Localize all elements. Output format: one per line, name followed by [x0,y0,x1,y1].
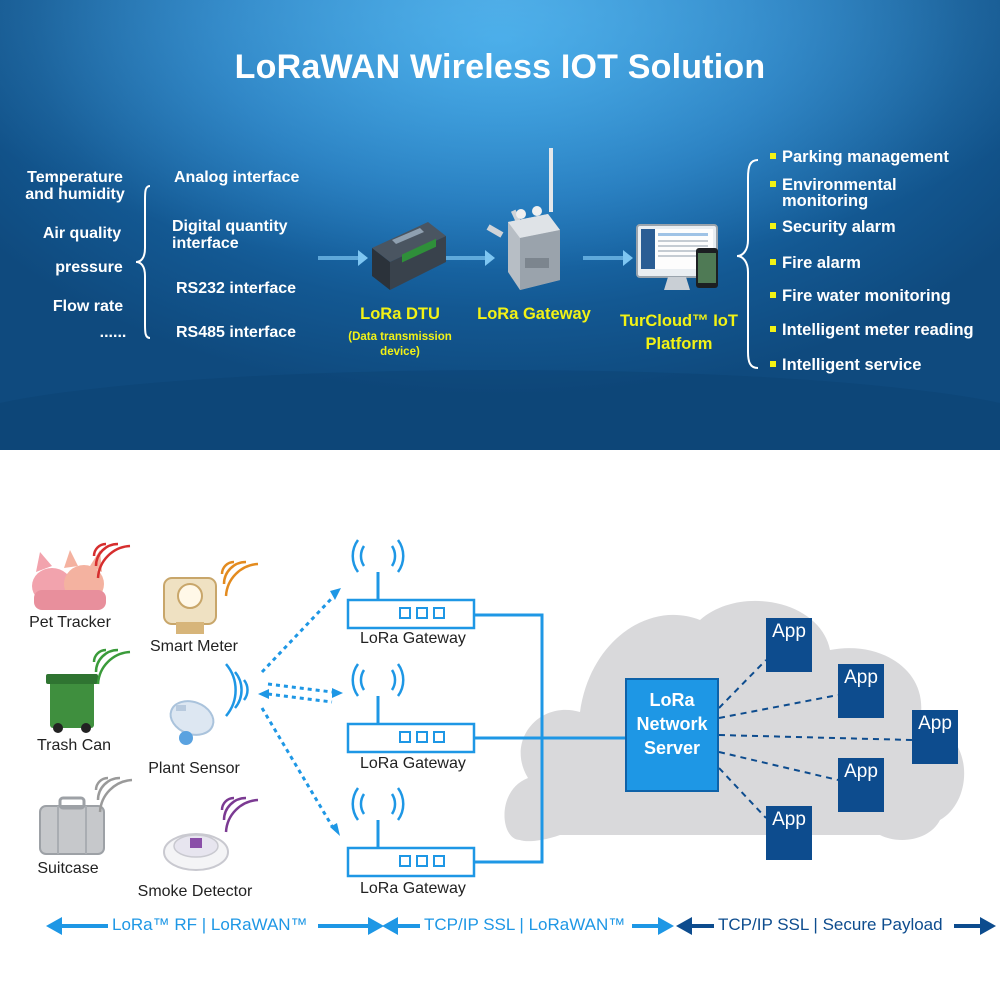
gateway-1-icon [346,539,476,630]
app-box: App [838,758,884,812]
brace-right [736,159,759,369]
interface-rs232: RS232 interface [176,280,297,297]
flow-arrows [318,250,633,266]
sensor-air-quality: Air quality [42,225,122,242]
application-item: Parking management [770,149,980,165]
application-item: Intelligent service [770,357,980,373]
trash-can-icon [46,674,98,733]
sensor-flow-rate: Flow rate [52,298,124,315]
interface-analog: Analog interface [174,169,300,186]
wired-links [474,613,625,864]
bullet-icon [770,181,776,187]
bullet-icon [770,326,776,332]
platform-phone-icon [696,248,718,288]
dtu-label: LoRa DTU [360,305,440,323]
bullet-icon [770,361,776,367]
interface-digital: Digital quantity interface [172,218,288,252]
sensor-pressure: pressure [55,259,123,276]
end-device-label: Trash Can [36,737,112,754]
end-device-label: Pet Tracker [29,614,111,631]
app-box: App [912,710,958,764]
sensor-more: ...... [99,324,127,341]
network-server-box: LoRa Network Server [625,678,719,792]
application-item: Environmental monitoring [770,177,952,209]
gateway-label: LoRa Gateway [477,305,591,323]
suitcase-icon [39,796,105,855]
app-box: App [838,664,884,718]
end-device-label: Smoke Detector [137,883,253,900]
brace-left [135,185,151,339]
banner-title: LoRaWAN Wireless IOT Solution [234,48,766,86]
bullet-icon [770,292,776,298]
bullet-icon [770,223,776,229]
signal-waves-green [92,648,131,685]
band-label-secure: TCP/IP SSL | Secure Payload [718,915,943,934]
banner-graphics [135,148,759,369]
end-device-label: Plant Sensor [148,760,240,777]
gateway-label: LoRa Gateway [360,880,466,897]
dtu-device-icon [372,222,446,290]
gateway-3-icon [346,787,476,878]
bullet-icon [770,153,776,159]
pet-tracker-icon [32,550,106,610]
signal-waves-purple [220,796,259,833]
application-item: Security alarm [770,219,980,235]
app-box: App [766,618,812,672]
end-device-label: Smart Meter [149,638,238,655]
app-links [718,659,913,819]
sensor-temperature: Temperature and humidity [25,169,125,203]
application-item: Fire alarm [770,255,980,271]
application-item: Intelligent meter reading [770,322,995,338]
center-signal-icon [225,663,249,717]
smart-meter-icon [163,577,217,634]
banner-decoration [0,0,1000,450]
application-item: Fire water monitoring [770,288,990,304]
bullet-icon [770,259,776,265]
gateway-2-icon [346,663,476,754]
platform-label: TurCloud™ IoT Platform [620,312,738,353]
rf-links [260,596,334,827]
dtu-note: (Data transmission device) [348,331,452,358]
cloud-shape [504,600,965,842]
signal-waves-red [92,542,131,579]
band-arrows [46,917,996,935]
top-banner: LoRaWAN Wireless IOT Solution Temperatur… [0,0,1000,450]
band-label-tcp: TCP/IP SSL | LoRaWAN™ [424,915,626,934]
band-label-rf: LoRa™ RF | LoRaWAN™ [112,915,308,934]
signal-waves-orange [220,560,259,597]
gateway-label: LoRa Gateway [360,630,466,647]
rf-link-arrowheads [258,588,343,836]
signal-waves-gray [94,776,133,813]
gateway-label: LoRa Gateway [360,755,466,772]
gateway-device-icon [486,148,560,290]
app-box: App [766,806,812,860]
interface-rs485: RS485 interface [176,324,297,341]
plant-sensor-icon [169,700,215,745]
end-device-label: Suitcase [37,860,99,877]
smoke-detector-icon [163,833,229,871]
